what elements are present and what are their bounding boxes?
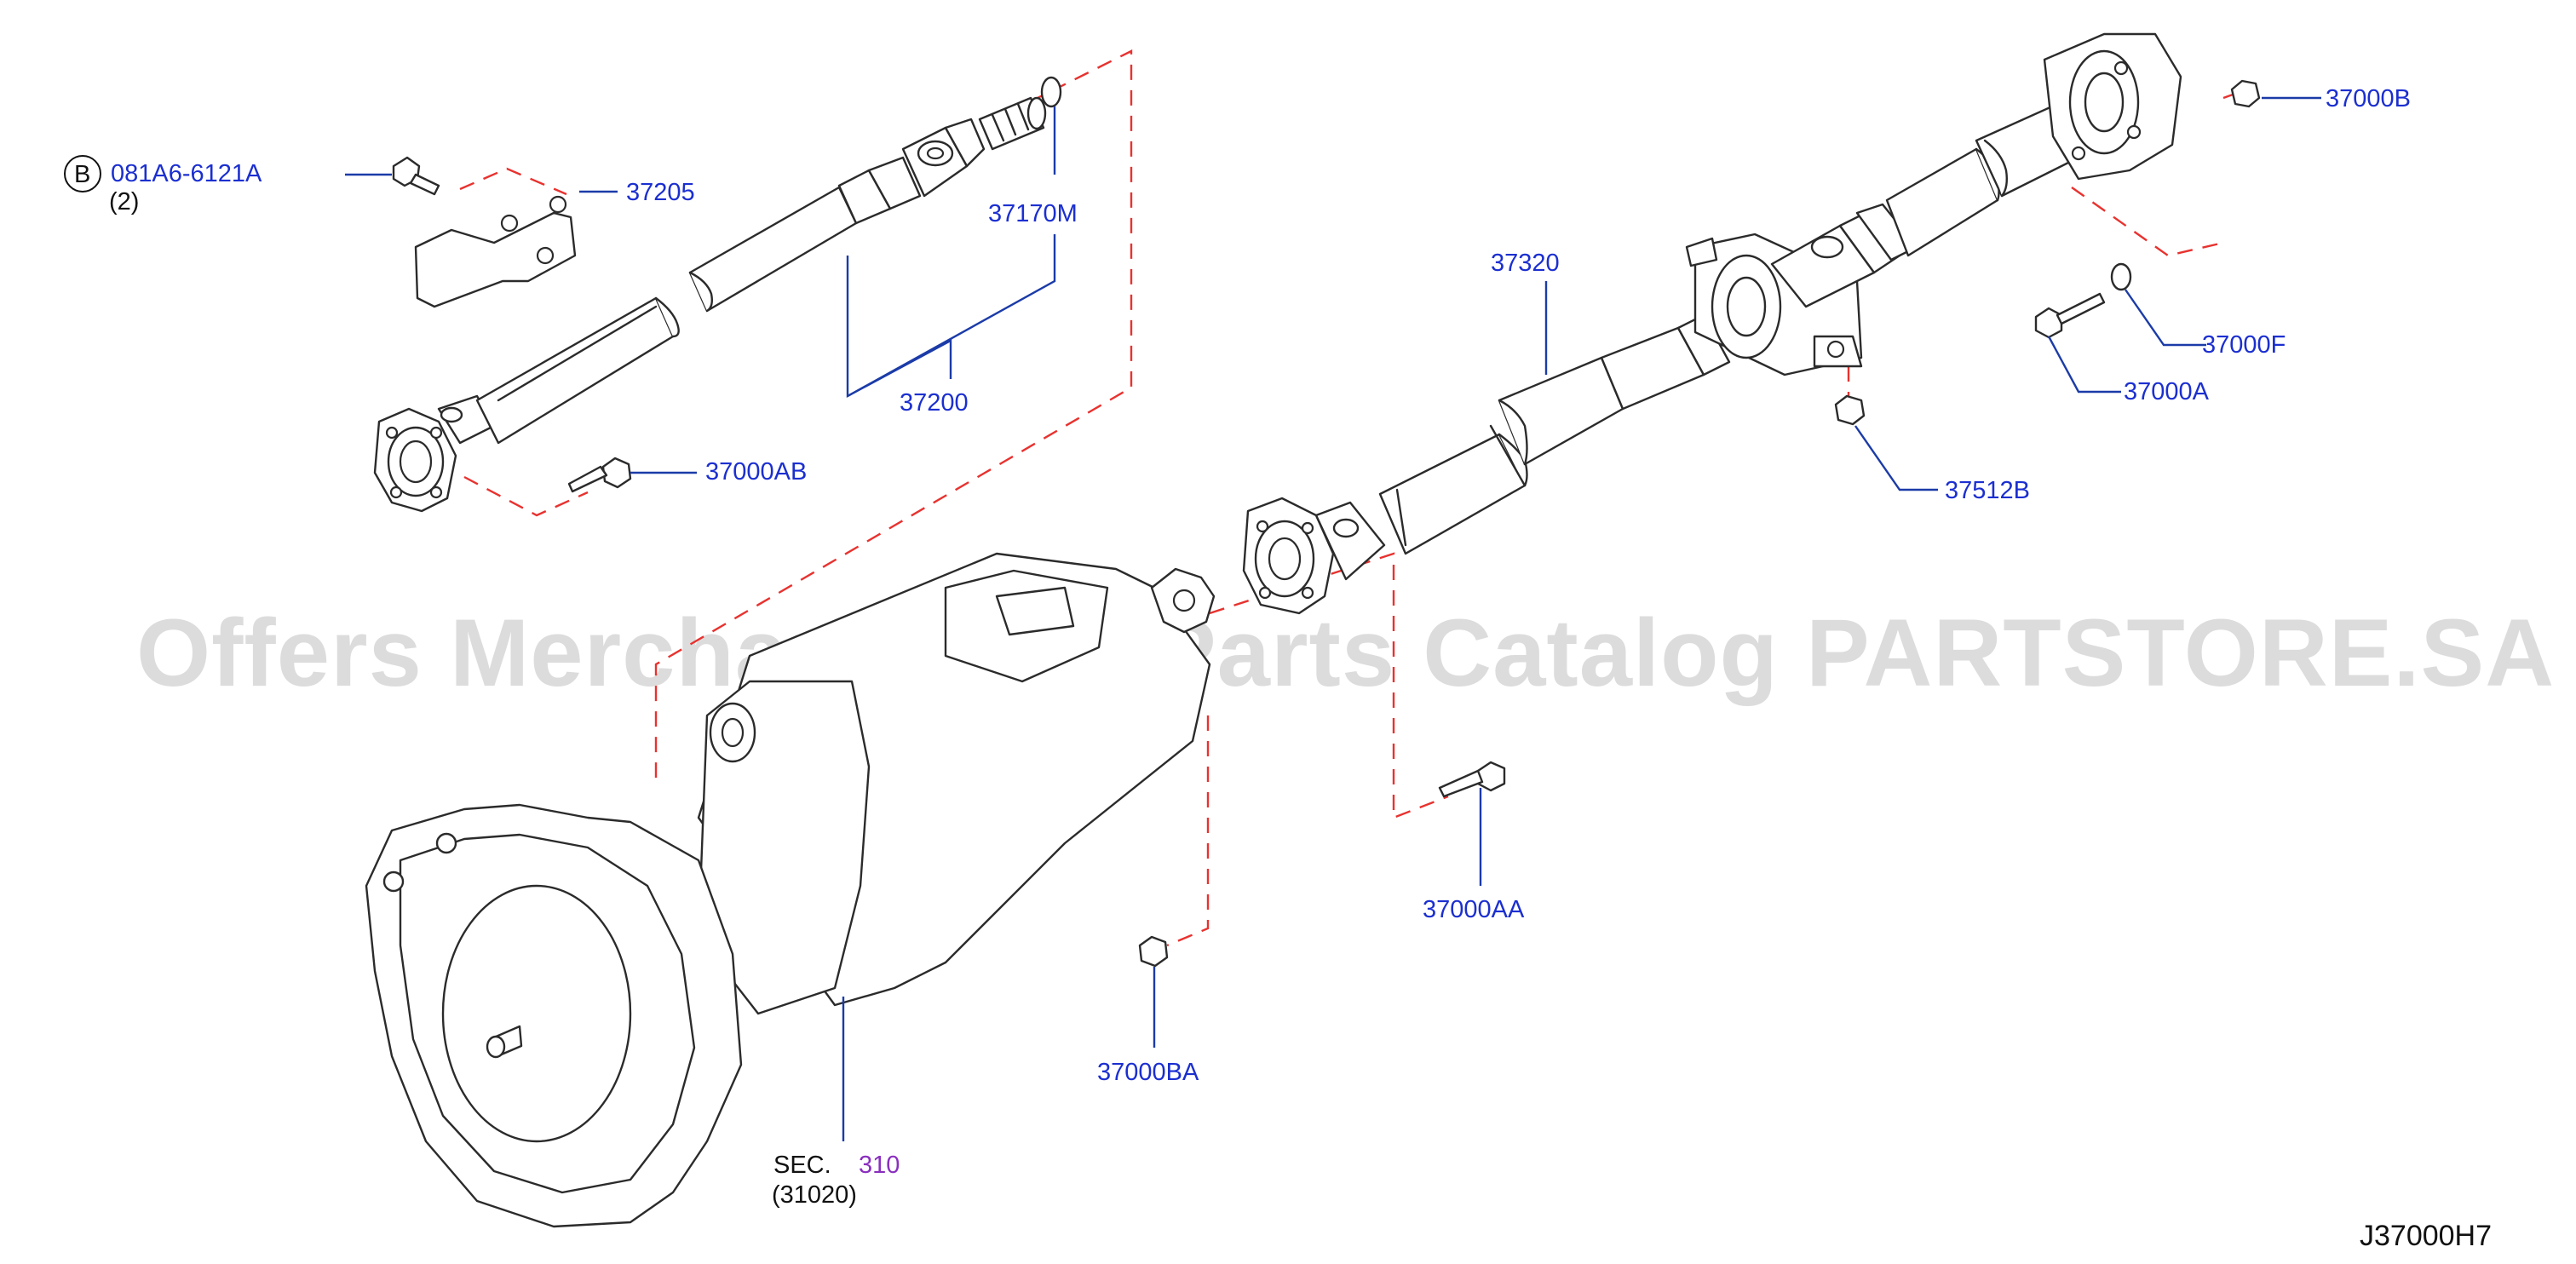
bracket-37205 [416, 197, 575, 307]
washer-37000f [2110, 262, 2132, 291]
rear-propeller-shaft [1244, 34, 2181, 613]
label-37205[interactable]: 37205 [626, 179, 695, 206]
bolt-37000ab [569, 458, 630, 491]
watermark-text: Offers Merchant Auto Parts Catalog PARTS… [136, 600, 2555, 706]
bolt-081a6-6121a [394, 158, 439, 194]
label-37000f[interactable]: 37000F [2202, 331, 2286, 359]
assembly-dashed-lines [459, 49, 2245, 947]
leader-lines [345, 96, 2321, 1141]
section-ref-number[interactable]: 310 [859, 1152, 900, 1179]
label-37000ba[interactable]: 37000BA [1097, 1059, 1199, 1086]
label-37000b[interactable]: 37000B [2326, 85, 2411, 112]
b-marker-letter: B [74, 161, 90, 188]
transmission-assembly [366, 554, 1214, 1227]
label-081a6-6121a[interactable]: 081A6-6121A [111, 160, 262, 187]
b-marker-circle [64, 155, 101, 192]
section-ref-label: SEC. [773, 1152, 831, 1179]
label-37320[interactable]: 37320 [1491, 250, 1560, 277]
o-ring-37170m [1040, 76, 1062, 108]
label-37200[interactable]: 37200 [900, 389, 969, 417]
front-propeller-shaft-37200 [375, 98, 1045, 511]
label-37512b[interactable]: 37512B [1945, 477, 2030, 504]
label-37000aa[interactable]: 37000AA [1423, 896, 1525, 923]
bolt-37000aa [1440, 762, 1504, 796]
label-37170m[interactable]: 37170M [988, 200, 1078, 227]
nut-37000ba [1138, 935, 1169, 968]
label-37000a[interactable]: 37000A [2124, 378, 2210, 405]
callout-labels: B 081A6-6121A (2) 37205 37170M 37200 370… [64, 85, 2411, 1209]
label-37000ab[interactable]: 37000AB [705, 458, 807, 485]
section-ref-sub: (31020) [772, 1181, 857, 1209]
nut-37000b [2230, 79, 2261, 108]
diagram-code: J37000H7 [2360, 1220, 2492, 1252]
label-081a6-qty: (2) [109, 188, 139, 215]
bolt-37000a [2036, 294, 2104, 337]
nut-37512b [1834, 394, 1866, 426]
